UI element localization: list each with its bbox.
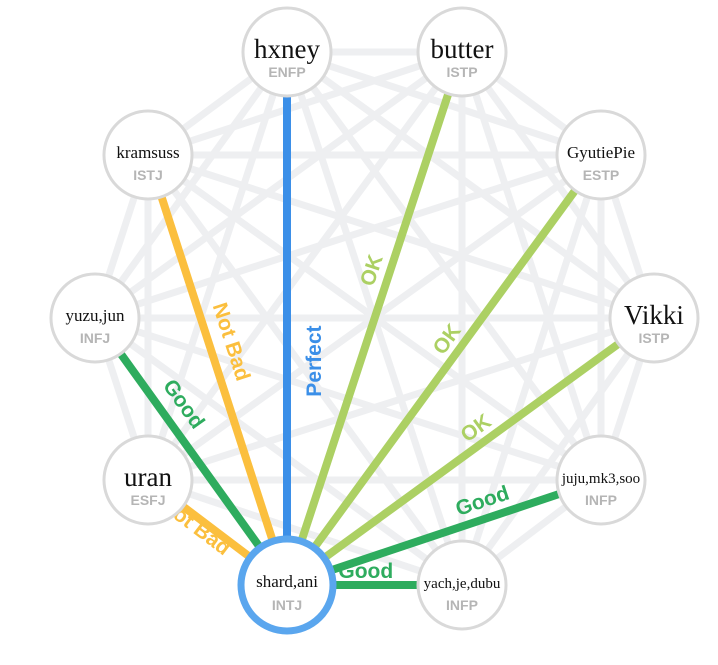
relationship-links xyxy=(91,50,657,589)
node-mbti-type: ESFJ xyxy=(130,492,165,508)
background-link-hxney-uran xyxy=(144,50,291,482)
node-mbti-type: ISTP xyxy=(446,64,477,80)
link-juju[interactable] xyxy=(285,476,603,589)
node-mbti-type: ISTP xyxy=(638,330,669,346)
link-yuzu[interactable] xyxy=(91,315,291,588)
node-name: hxney xyxy=(254,34,320,64)
node-circle xyxy=(102,109,194,201)
node-circle xyxy=(416,539,508,631)
background-link-yach-yuzu xyxy=(92,315,465,588)
node-circle xyxy=(555,434,647,526)
background-link-gyutie-yach xyxy=(458,153,605,587)
node-name: Vikki xyxy=(624,300,684,330)
node-name: shard,ani xyxy=(256,572,318,591)
person-nodes: hxneyENFPbutterISTPGyutiePieESTPVikkiIST… xyxy=(49,6,700,635)
node-mbti-type: ENFP xyxy=(268,64,305,80)
node-name: GyutiePie xyxy=(567,143,635,162)
node-name: yach,je,dubu xyxy=(424,576,501,592)
node-circle xyxy=(416,6,508,98)
link-label-hxney: Perfect xyxy=(303,325,326,396)
node-mbti-type: ISTJ xyxy=(133,167,163,183)
link-gyutie[interactable] xyxy=(283,152,605,588)
node-circle xyxy=(608,272,700,364)
center-node-ring xyxy=(237,535,337,635)
background-link-butter-yuzu xyxy=(92,49,465,321)
link-butter[interactable] xyxy=(283,50,466,587)
link-label-yach: Good xyxy=(338,560,393,583)
node-circle xyxy=(102,434,194,526)
background-link-butter-kramsuss xyxy=(146,48,464,159)
node-mbti-type: ESTP xyxy=(583,167,620,183)
node-name: butter xyxy=(431,34,494,64)
link-vikki[interactable] xyxy=(284,314,657,589)
node-circle xyxy=(49,272,141,364)
background-link-yach-kramsuss xyxy=(145,152,465,588)
node-circle xyxy=(555,109,647,201)
background-link-vikki-uran xyxy=(146,314,656,484)
node-circle xyxy=(241,6,333,98)
node-mbti-type: INFP xyxy=(446,597,478,613)
node-name: juju,mk3,soo xyxy=(561,471,640,487)
node-name: uran xyxy=(124,462,172,492)
node-mbti-type: INFP xyxy=(585,492,617,508)
node-name: yuzu,jun xyxy=(65,306,125,325)
background-link-gyutie-yuzu xyxy=(93,151,603,322)
node-mbti-type: INFJ xyxy=(80,330,110,346)
link-kramsuss[interactable] xyxy=(144,153,291,587)
node-mbti-type: INTJ xyxy=(272,597,302,613)
background-link-butter-juju xyxy=(458,50,605,482)
background-link-hxney-vikki xyxy=(284,49,657,321)
node-name: kramsuss xyxy=(116,143,179,162)
